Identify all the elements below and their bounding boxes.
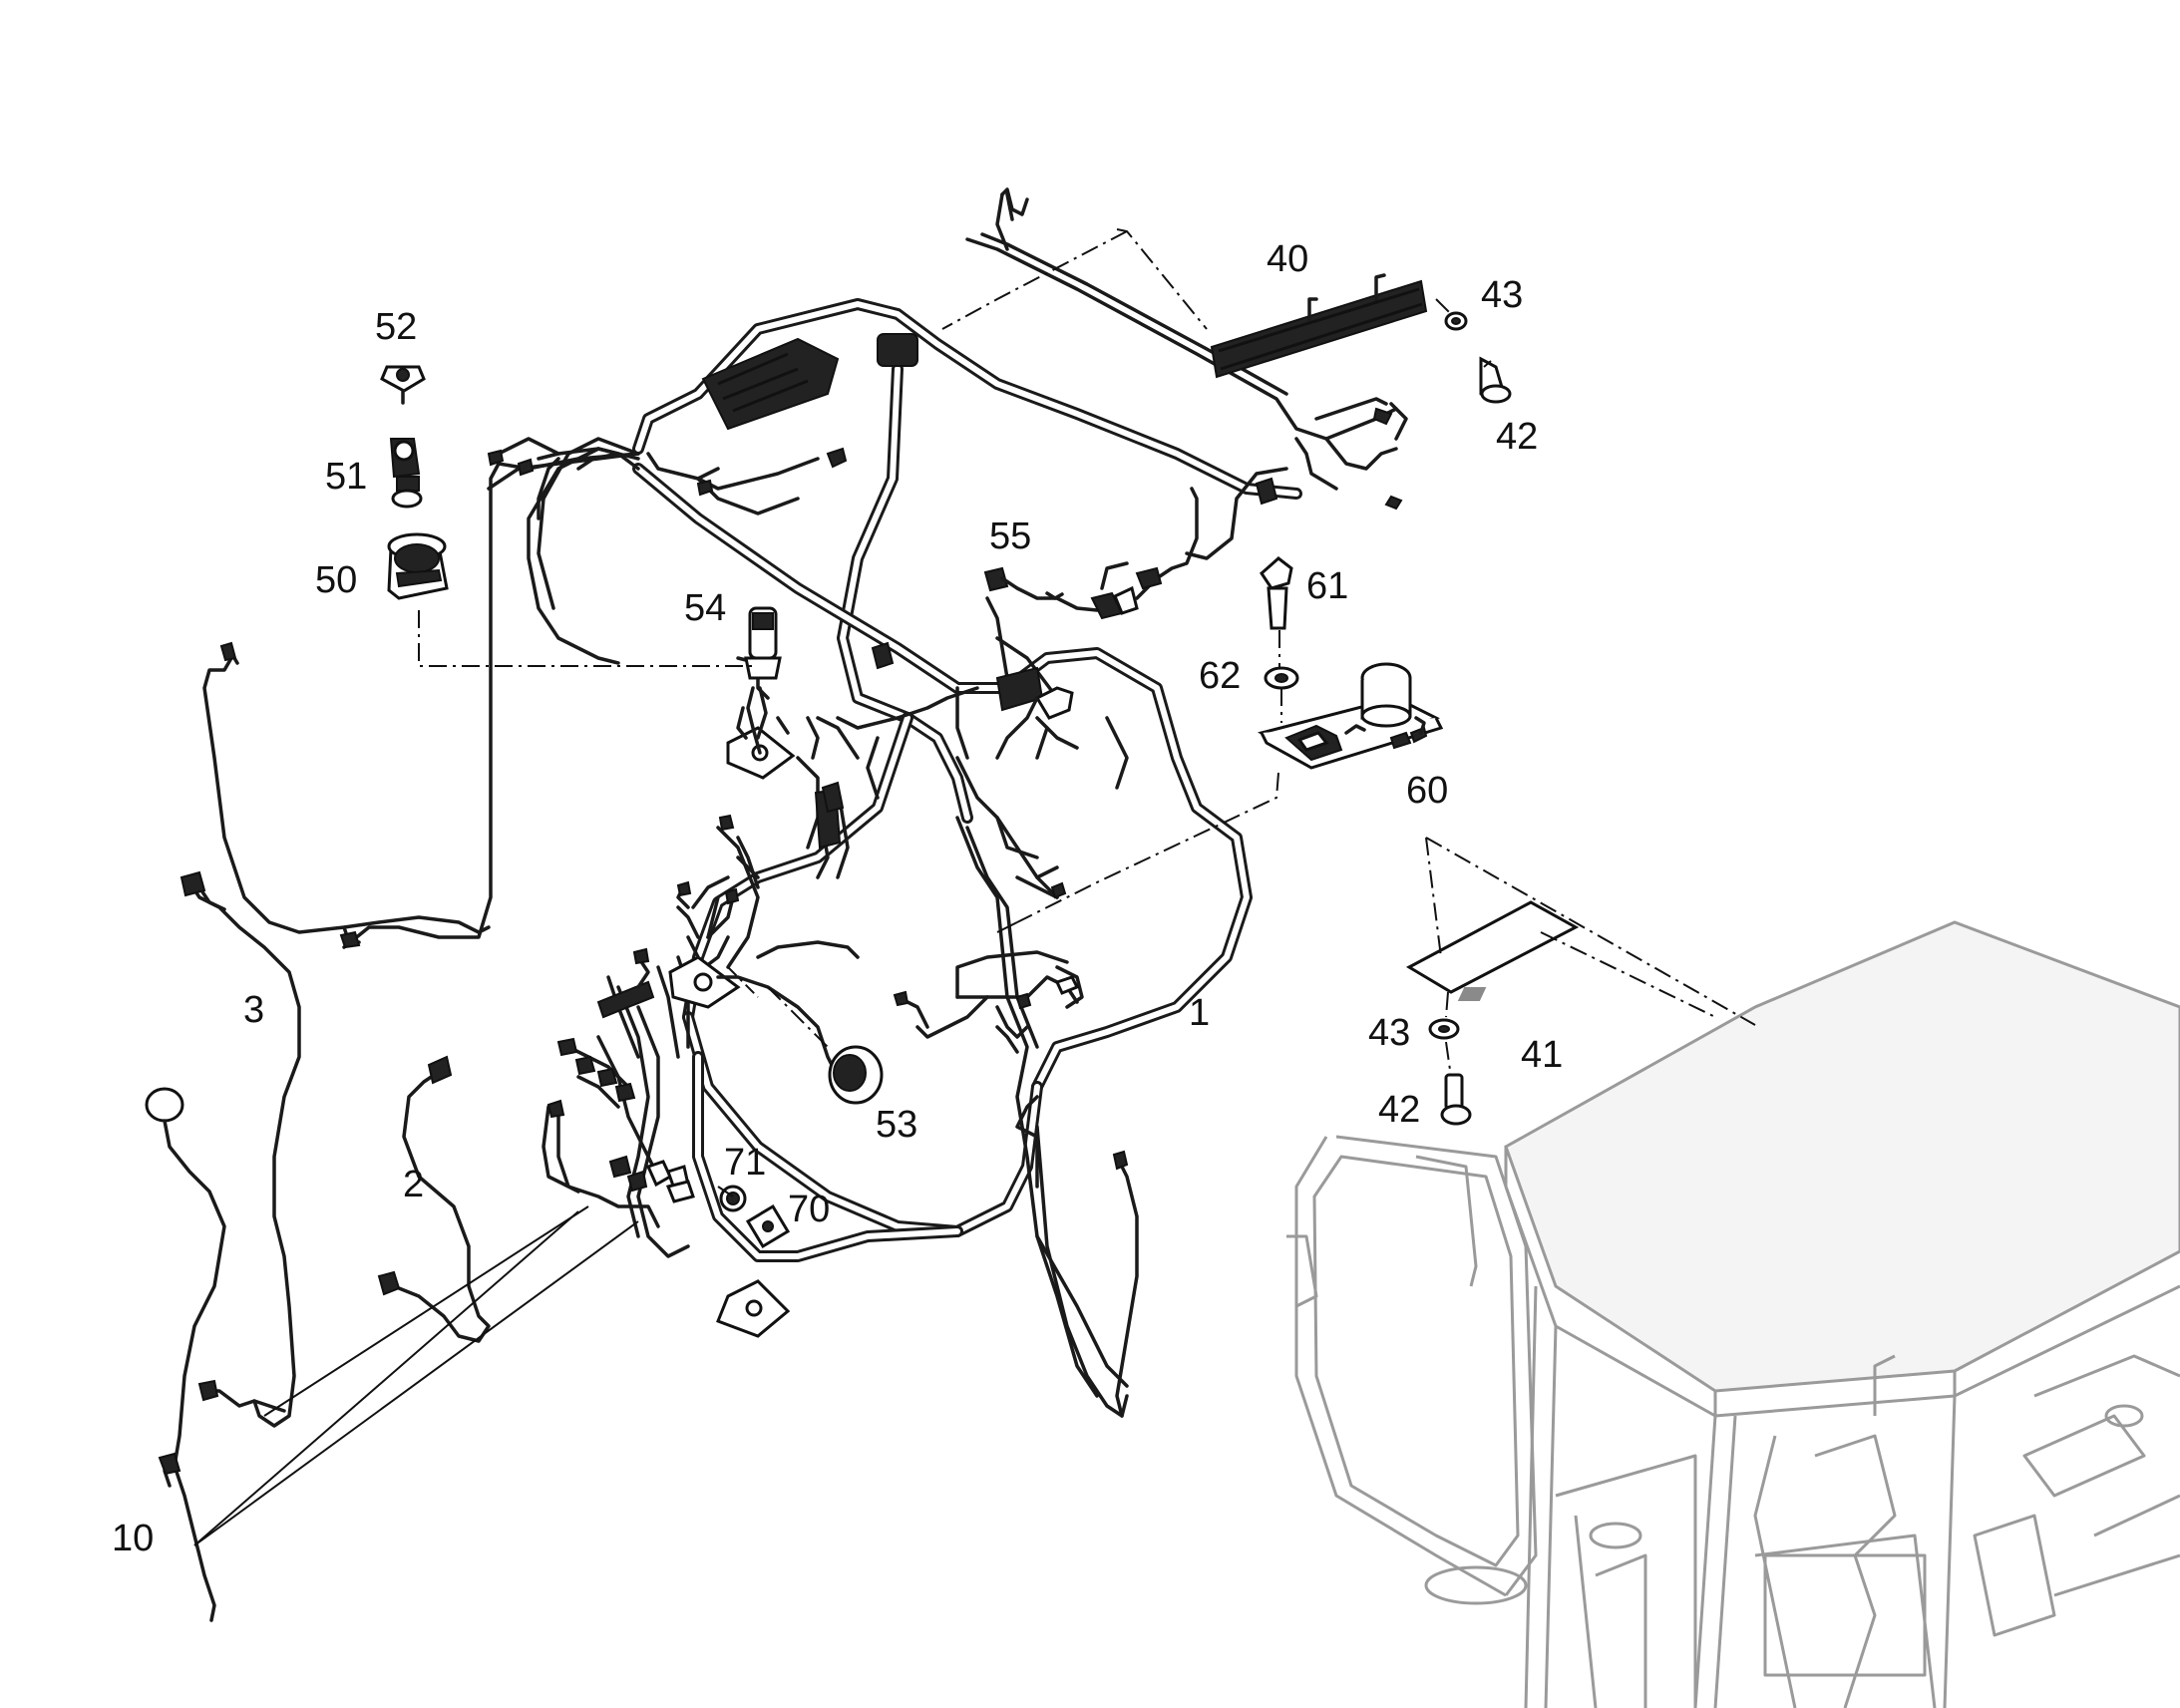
callout-71: 71 <box>724 1142 766 1184</box>
callout-43-bottom: 43 <box>1368 1012 1410 1054</box>
harness-10 <box>145 1087 226 1622</box>
callout-40: 40 <box>1267 238 1308 280</box>
relay-strip-40 <box>941 228 1452 379</box>
main-wiring-harness <box>342 187 1408 1418</box>
washer-43-top <box>1444 311 1468 331</box>
grommet-53 <box>727 966 884 1105</box>
switch-panel-assembly <box>1016 556 1444 923</box>
callout-42-bottom: 42 <box>1378 1089 1420 1131</box>
cab-structure <box>1286 920 2180 1708</box>
callout-2: 2 <box>403 1164 424 1205</box>
callout-60: 60 <box>1406 770 1448 812</box>
harness-2 <box>377 1055 491 1343</box>
callout-3: 3 <box>243 989 264 1031</box>
callout-1: 1 <box>1189 992 1210 1034</box>
callout-41: 41 <box>1521 1034 1563 1076</box>
callout-10: 10 <box>112 1518 154 1559</box>
leader-lines <box>193 921 1018 1546</box>
left-rail-cable <box>202 641 491 949</box>
callout-62: 62 <box>1199 655 1241 697</box>
callout-70: 70 <box>788 1189 830 1230</box>
callout-51: 51 <box>325 456 367 498</box>
roof-vent-grid <box>1457 987 1487 1001</box>
callout-53: 53 <box>876 1104 917 1146</box>
callout-54: 54 <box>684 587 726 629</box>
washer-43-bottom <box>1428 1018 1460 1078</box>
part-70 <box>717 1186 791 1249</box>
harness-3 <box>180 870 301 1428</box>
callout-55: 55 <box>989 515 1031 557</box>
ignition-switch-assembly <box>380 365 758 667</box>
screw-42-bottom <box>1440 1073 1472 1126</box>
connector-55 <box>983 487 1199 620</box>
callout-52: 52 <box>375 306 417 348</box>
connector-54 <box>744 606 782 680</box>
callout-50: 50 <box>315 559 357 601</box>
callout-43-top: 43 <box>1481 274 1523 316</box>
callout-42-top: 42 <box>1496 416 1538 458</box>
callout-61: 61 <box>1306 565 1348 607</box>
screw-42-top <box>1479 356 1512 404</box>
callout-labels: 1 2 3 10 40 41 42 42 43 43 50 51 52 53 5… <box>112 238 1563 1559</box>
bracket-60 <box>1405 837 1756 1026</box>
